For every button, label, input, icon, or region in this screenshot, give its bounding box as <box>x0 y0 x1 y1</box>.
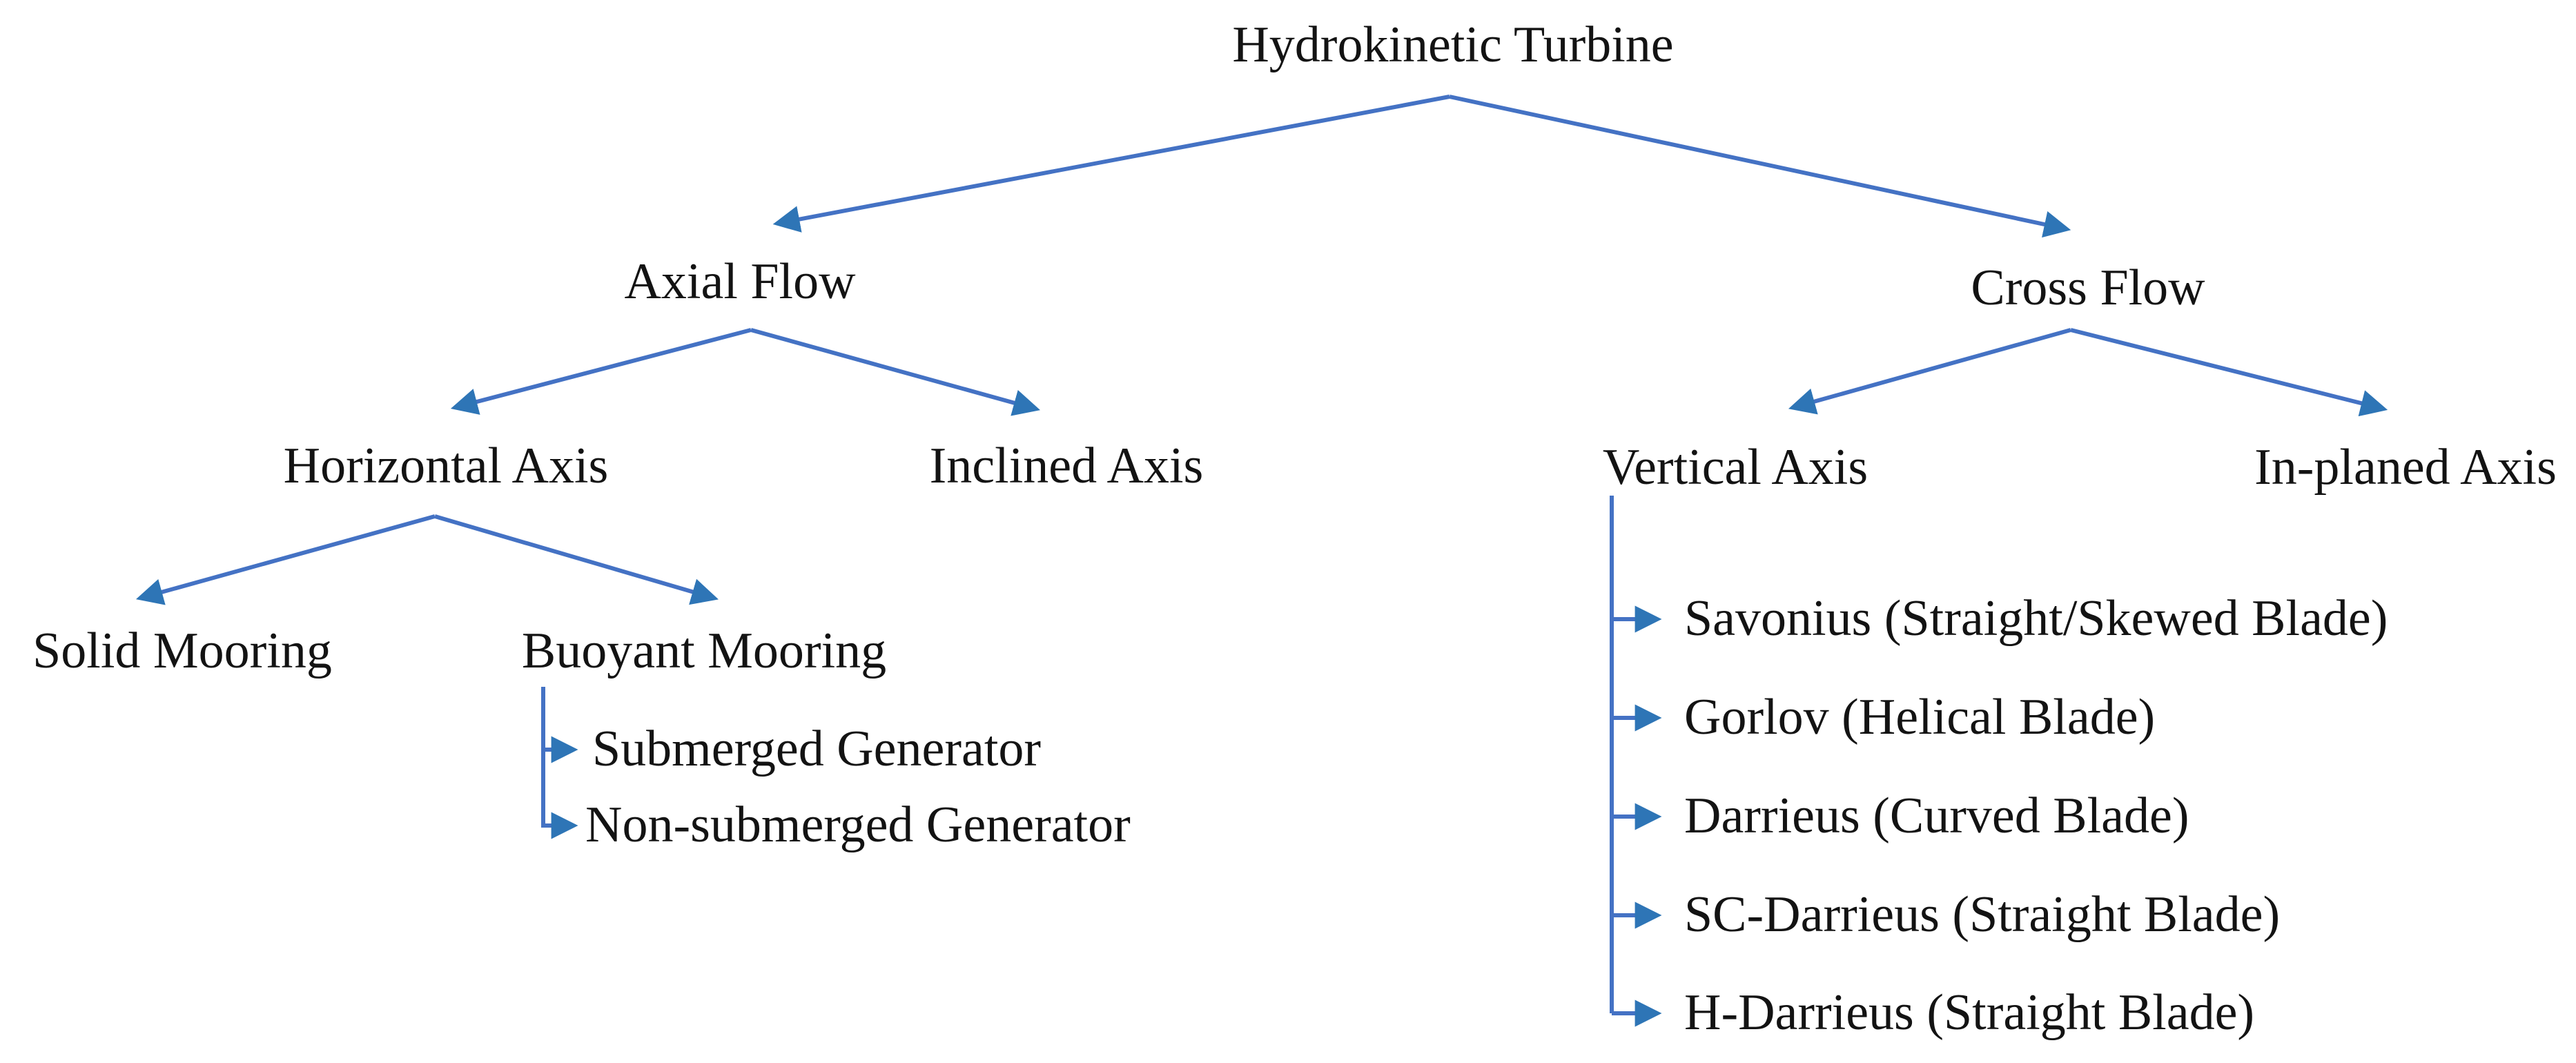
node-h-darrieus: H-Darrieus (Straight Blade) <box>1684 984 2255 1042</box>
node-sc-darrieus: SC-Darrieus (Straight Blade) <box>1684 886 2281 944</box>
node-horizontal-axis: Horizontal Axis <box>283 438 609 495</box>
node-gorlov: Gorlov (Helical Blade) <box>1684 689 2156 746</box>
node-hydrokinetic-turbine: Hydrokinetic Turbine <box>1232 17 1674 74</box>
connector-horizontal-to-solid-mooring <box>135 514 436 605</box>
connector-buoyant-to-submerged-generator <box>541 687 578 763</box>
node-cross-flow: Cross Flow <box>1971 260 2205 317</box>
connector-horizontal-to-buoyant-mooring <box>434 514 719 605</box>
connector-cross-to-in-planed-axis <box>2070 328 2388 417</box>
node-darrieus: Darrieus (Curved Blade) <box>1684 788 2189 845</box>
node-savonius: Savonius (Straight/Skewed Blade) <box>1684 590 2388 647</box>
connector-buoyant-to-non-submerged-generator <box>541 750 578 839</box>
connector-cross-to-vertical-axis <box>1788 328 2071 415</box>
node-inclined-axis: Inclined Axis <box>929 438 1204 495</box>
node-in-planed-axis: In-planed Axis <box>2254 439 2557 496</box>
connector-axial-to-inclined-axis <box>750 328 1041 416</box>
node-vertical-axis: Vertical Axis <box>1602 439 1868 496</box>
node-solid-mooring: Solid Mooring <box>32 623 332 680</box>
connector-axial-to-horizontal-axis <box>450 328 752 415</box>
connector-root-to-cross-flow <box>1449 95 2071 238</box>
node-buoyant-mooring: Buoyant Mooring <box>521 623 887 680</box>
node-submerged-generator: Submerged Generator <box>592 721 1042 778</box>
node-non-submerged-generator: Non-submerged Generator <box>585 797 1131 854</box>
node-axial-flow: Axial Flow <box>624 253 856 311</box>
connector-root-to-axial-flow <box>772 95 1450 233</box>
